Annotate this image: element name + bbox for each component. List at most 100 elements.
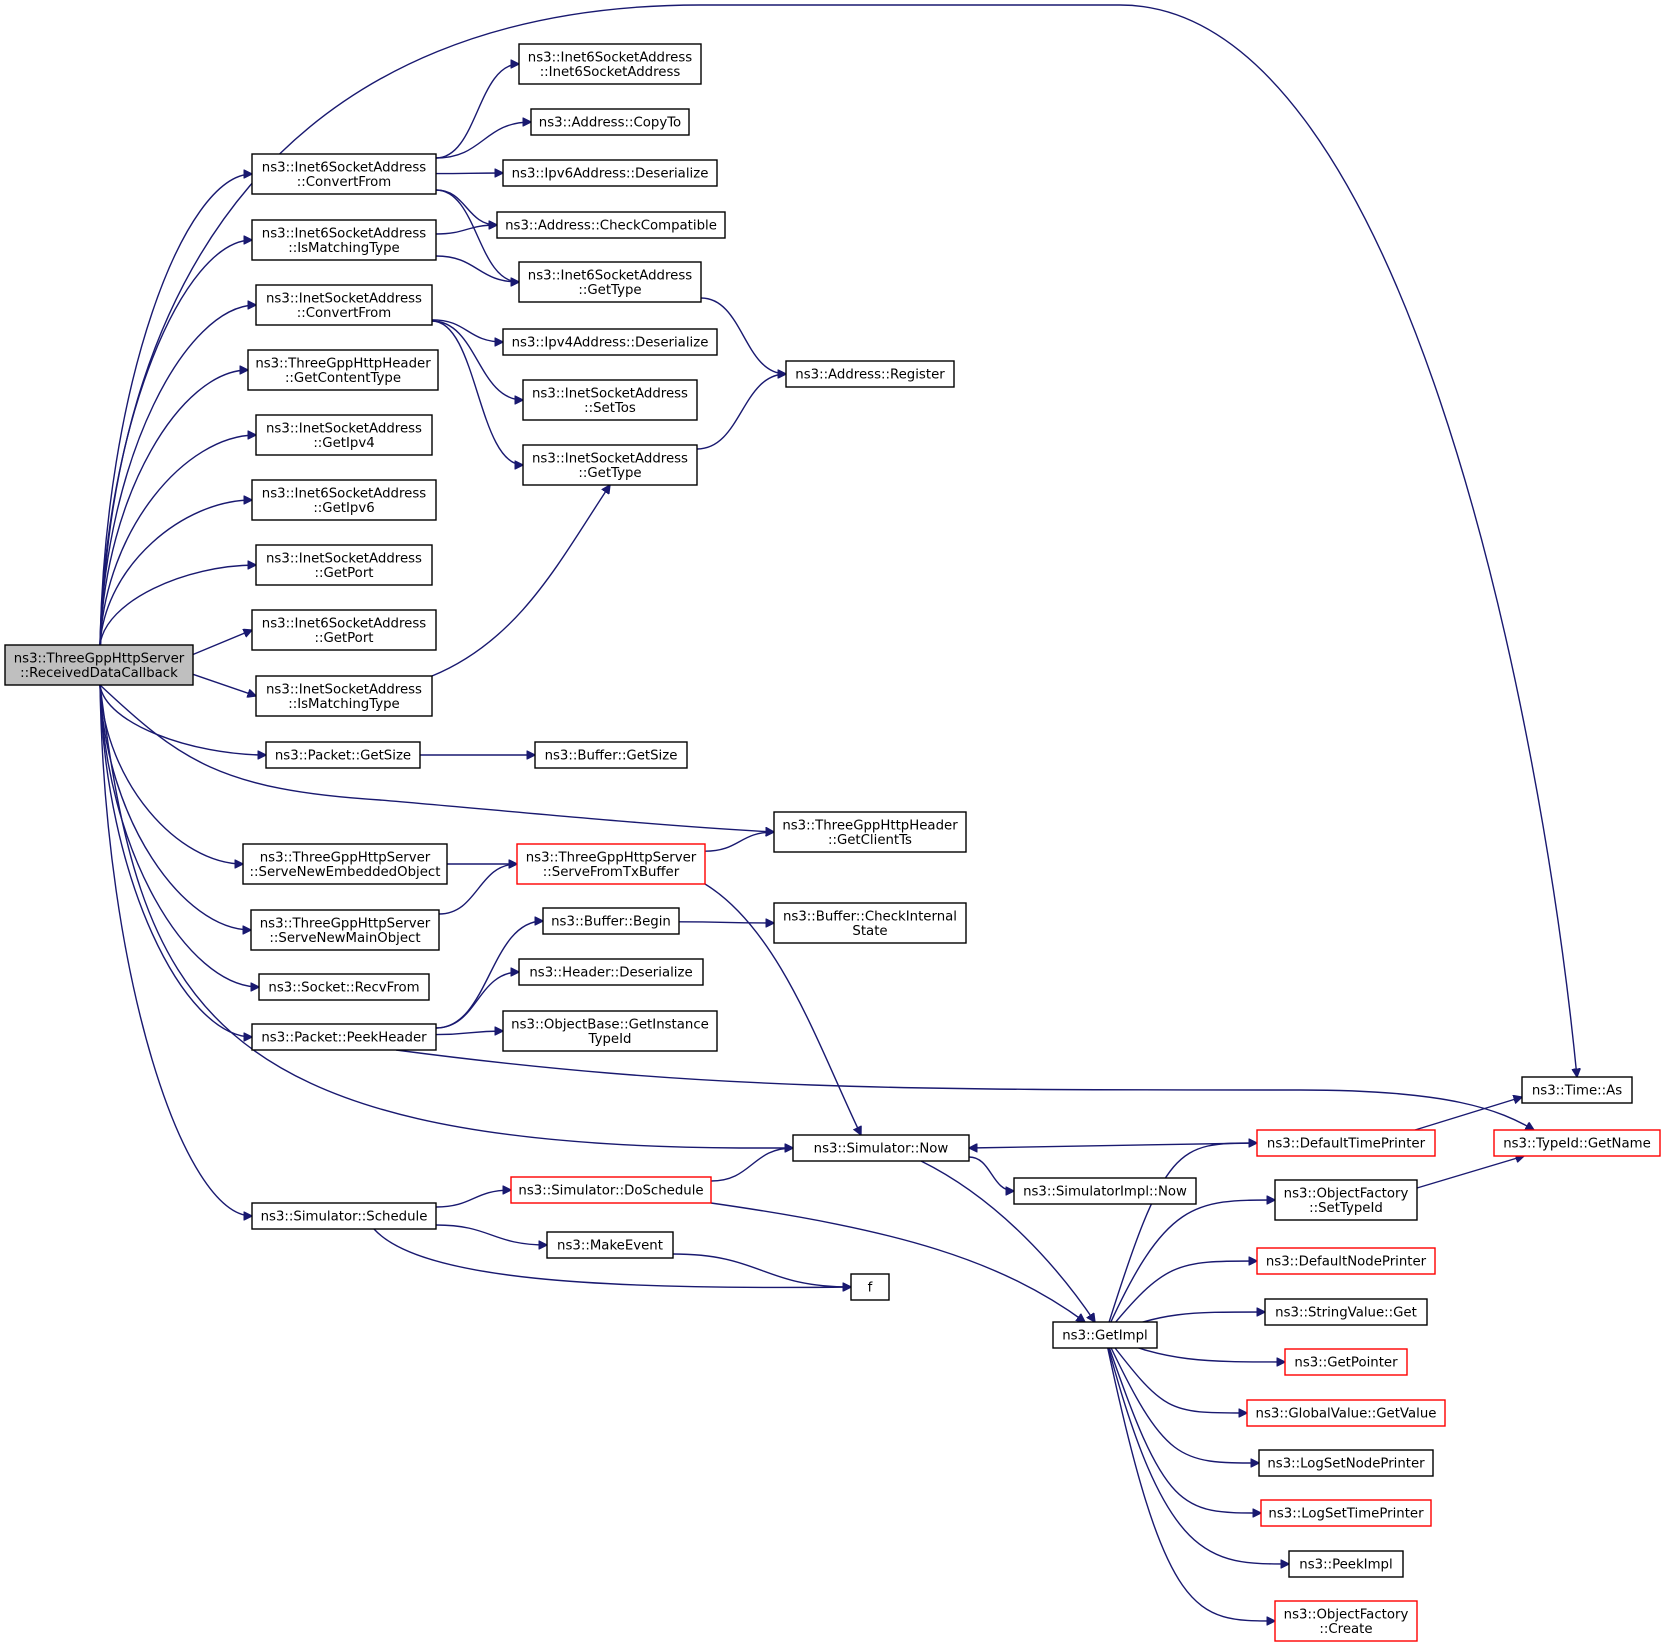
- node-simDoSchedule[interactable]: ns3::Simulator::DoSchedule: [510, 1176, 712, 1204]
- node-root[interactable]: ns3::ThreeGppHttpServer::ReceivedDataCal…: [4, 644, 194, 686]
- node-hdrDeser[interactable]: ns3::Header::Deserialize: [518, 958, 704, 986]
- node-typeIdGetName[interactable]: ns3::TypeId::GetName: [1493, 1129, 1661, 1157]
- node-peekHeader[interactable]: ns3::Packet::PeekHeader: [251, 1023, 437, 1051]
- node-box: [530, 108, 690, 136]
- node-box: [510, 1176, 712, 1204]
- node-objFactSetTid[interactable]: ns3::ObjectFactory::SetTypeId: [1274, 1179, 1418, 1221]
- node-label: ns3::Socket::RecvFrom: [268, 981, 419, 996]
- node-box: [251, 1202, 437, 1230]
- node-box: [4, 644, 194, 686]
- node-bufGetSize[interactable]: ns3::Buffer::GetSize: [534, 741, 688, 769]
- edge-simDoSchedule-to-simNow: [710, 1148, 793, 1182]
- node-i6GetIpv6[interactable]: ns3::Inet6SocketAddress::GetIpv6: [251, 479, 437, 521]
- node-label: ns3::ThreeGppHttpServer: [526, 850, 697, 865]
- node-box: [1260, 1499, 1432, 1527]
- node-label: ::GetIpv6: [313, 501, 374, 516]
- node-serveEmbedded[interactable]: ns3::ThreeGppHttpServer::ServeNewEmbedde…: [242, 843, 448, 885]
- node-i4GetPort[interactable]: ns3::InetSocketAddress::GetPort: [255, 544, 433, 586]
- node-getPointer[interactable]: ns3::GetPointer: [1284, 1348, 1408, 1376]
- node-box: [251, 153, 437, 195]
- node-bufBegin[interactable]: ns3::Buffer::Begin: [542, 907, 680, 935]
- node-box: [1256, 1247, 1436, 1275]
- edge-root-to-peekHeader: [99, 684, 252, 1037]
- node-box: [247, 349, 439, 391]
- node-label: ns3::Inet6SocketAddress: [262, 226, 427, 241]
- node-ipv6Deser[interactable]: ns3::Ipv6Address::Deserialize: [502, 159, 718, 187]
- node-i6ConvertFrom[interactable]: ns3::Inet6SocketAddress::ConvertFrom: [251, 153, 437, 195]
- edge-i6ConvertFrom-to-addrCheckCompat: [435, 189, 497, 225]
- node-peekImpl[interactable]: ns3::PeekImpl: [1288, 1550, 1404, 1578]
- node-label: ns3::PeekImpl: [1299, 1558, 1392, 1573]
- node-label: ns3::DefaultNodePrinter: [1266, 1255, 1427, 1270]
- edge-root-to-hdrClientTs: [99, 684, 774, 832]
- node-box: [258, 973, 430, 1001]
- edge-simSchedule-to-simDoSchedule: [435, 1190, 511, 1208]
- node-i4IsMatching[interactable]: ns3::InetSocketAddress::IsMatchingType: [255, 675, 433, 717]
- node-box: [502, 1010, 718, 1052]
- node-i6GetPort[interactable]: ns3::Inet6SocketAddress::GetPort: [251, 609, 437, 651]
- node-box: [250, 909, 440, 951]
- node-simSchedule[interactable]: ns3::Simulator::Schedule: [251, 1202, 437, 1230]
- edge-root-to-recvFrom: [99, 684, 259, 987]
- node-i6GetType[interactable]: ns3::Inet6SocketAddress::GetType: [518, 261, 702, 303]
- edge-simSchedule-to-fNode: [373, 1228, 851, 1287]
- node-i4GetIpv4[interactable]: ns3::InetSocketAddress::GetIpv4: [255, 414, 433, 456]
- node-makeEvent[interactable]: ns3::MakeEvent: [546, 1231, 674, 1259]
- edge-root-to-i4ConvertFrom: [99, 305, 256, 646]
- node-defTimePrinter[interactable]: ns3::DefaultTimePrinter: [1256, 1129, 1436, 1157]
- node-serveMain[interactable]: ns3::ThreeGppHttpServer::ServeNewMainObj…: [250, 909, 440, 951]
- node-strValGet[interactable]: ns3::StringValue::Get: [1264, 1298, 1428, 1326]
- node-box: [542, 907, 680, 935]
- node-getImpl[interactable]: ns3::GetImpl: [1052, 1321, 1158, 1349]
- node-i4GetType[interactable]: ns3::InetSocketAddress::GetType: [522, 444, 698, 486]
- node-i6IsMatching[interactable]: ns3::Inet6SocketAddress::IsMatchingType: [251, 219, 437, 261]
- node-box: [265, 741, 421, 769]
- node-i6Ctor[interactable]: ns3::Inet6SocketAddress::Inet6SocketAddr…: [518, 43, 702, 85]
- node-label: ns3::ThreeGppHttpServer: [260, 916, 431, 931]
- node-hdrClientTs[interactable]: ns3::ThreeGppHttpHeader::GetClientTs: [773, 811, 967, 853]
- node-defNodePrinter[interactable]: ns3::DefaultNodePrinter: [1256, 1247, 1436, 1275]
- node-globalValGet[interactable]: ns3::GlobalValue::GetValue: [1246, 1399, 1446, 1427]
- node-label: ::IsMatchingType: [288, 697, 399, 712]
- node-label: ns3::GetImpl: [1062, 1329, 1147, 1344]
- node-box: [255, 414, 433, 456]
- node-label: ns3::Address::CopyTo: [539, 116, 681, 131]
- node-serveFromTx[interactable]: ns3::ThreeGppHttpServer::ServeFromTxBuff…: [516, 843, 706, 885]
- node-simImplNow[interactable]: ns3::SimulatorImpl::Now: [1013, 1177, 1197, 1205]
- edge-defTimePrinter-to-simNow: [969, 1142, 1258, 1148]
- edge-peekHeader-to-hdrDeser: [435, 972, 519, 1029]
- node-timeAs[interactable]: ns3::Time::As: [1521, 1076, 1633, 1104]
- edge-getImpl-to-peekImpl: [1104, 1334, 1289, 1564]
- node-label: ns3::Simulator::Schedule: [261, 1210, 428, 1225]
- node-recvFrom[interactable]: ns3::Socket::RecvFrom: [258, 973, 430, 1001]
- node-simNow[interactable]: ns3::Simulator::Now: [792, 1134, 970, 1162]
- node-addrRegister[interactable]: ns3::Address::Register: [785, 360, 955, 388]
- node-fNode[interactable]: f: [850, 1273, 890, 1301]
- edge-i4ConvertFrom-to-i4GetType: [431, 320, 523, 465]
- node-objFactCreate[interactable]: ns3::ObjectFactory::Create: [1274, 1600, 1418, 1642]
- node-box: [518, 958, 704, 986]
- node-box: [255, 675, 433, 717]
- node-label: ns3::DefaultTimePrinter: [1267, 1137, 1426, 1152]
- node-box: [1274, 1179, 1418, 1221]
- node-i4ConvertFrom[interactable]: ns3::InetSocketAddress::ConvertFrom: [255, 284, 433, 326]
- node-addrCopyTo[interactable]: ns3::Address::CopyTo: [530, 108, 690, 136]
- node-addrCheckCompat[interactable]: ns3::Address::CheckCompatible: [496, 211, 726, 239]
- node-pktGetSize[interactable]: ns3::Packet::GetSize: [265, 741, 421, 769]
- edge-serveFromTx-to-simNow: [704, 883, 861, 1135]
- node-box: [502, 328, 718, 356]
- node-box: [522, 444, 698, 486]
- node-label: ns3::Simulator::DoSchedule: [518, 1184, 703, 1199]
- node-logSetNode[interactable]: ns3::LogSetNodePrinter: [1258, 1449, 1434, 1477]
- edge-peekHeader-to-objGetInstTid: [435, 1031, 503, 1035]
- node-label: ns3::Inet6SocketAddress: [262, 160, 427, 175]
- node-logSetTime[interactable]: ns3::LogSetTimePrinter: [1260, 1499, 1432, 1527]
- node-i4SetTos[interactable]: ns3::InetSocketAddress::SetTos: [522, 379, 698, 421]
- node-ipv4Deser[interactable]: ns3::Ipv4Address::Deserialize: [502, 328, 718, 356]
- node-label: ns3::Packet::PeekHeader: [261, 1031, 427, 1046]
- edge-i6ConvertFrom-to-ipv6Deser: [435, 173, 503, 174]
- node-hdrContentType[interactable]: ns3::ThreeGppHttpHeader::GetContentType: [247, 349, 439, 391]
